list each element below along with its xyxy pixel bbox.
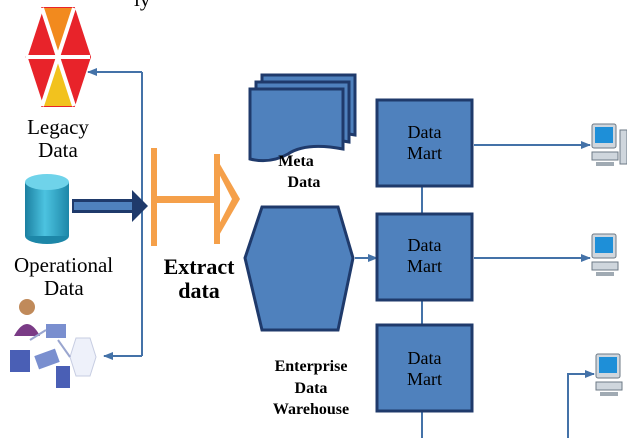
data-mart-label: Data Mart	[377, 235, 472, 276]
data-mart-label-line1: Data	[407, 348, 442, 368]
warehouse-label-line2: Data	[294, 379, 328, 397]
warehouse-shape	[243, 205, 355, 332]
meta-data-document-icon	[248, 73, 357, 163]
data-mart-label-line1: Data	[407, 122, 442, 142]
data-mart-box-3	[375, 323, 474, 413]
users-network-icon	[10, 299, 97, 388]
operational-data-label: Operational Data	[14, 254, 144, 298]
computer-icon	[591, 233, 619, 276]
computer-icon	[591, 123, 627, 166]
feedback-lines	[87, 68, 143, 360]
extract-arrow	[151, 148, 240, 246]
legacy-data-label: Legacy Data	[18, 116, 98, 161]
data-mart-box-2	[375, 212, 474, 302]
database-cylinder-icon	[25, 174, 69, 244]
warehouse-label: Enterprise Data Warehouse	[252, 356, 370, 421]
data-mart-label-line2: Mart	[407, 368, 442, 389]
meta-data-label: Meta Data	[260, 152, 332, 194]
extract-data-label: Extract data	[158, 255, 240, 303]
top-text-fragment: ly	[134, 0, 150, 11]
legacy-hexagon-icon	[24, 7, 92, 107]
data-mart-label-line2: Mart	[407, 142, 442, 163]
operational-data-label-line1: Operational	[14, 254, 114, 277]
data-mart-label-line2: Mart	[407, 255, 442, 276]
meta-data-label-line2: Data	[287, 173, 321, 191]
warehouse-label-line3: Warehouse	[272, 401, 350, 419]
data-mart-label: Data Mart	[377, 122, 472, 163]
data-mart-box-1	[375, 98, 474, 188]
operational-to-extract-arrow	[72, 190, 148, 222]
legacy-data-label-line1: Legacy	[27, 115, 89, 139]
legacy-data-label-line2: Data	[38, 137, 78, 162]
extract-data-label-line1: Extract	[163, 254, 235, 279]
data-mart-label: Data Mart	[377, 348, 472, 389]
warehouse-label-line1: Enterprise	[274, 358, 348, 375]
data-mart-label-line1: Data	[407, 235, 442, 255]
to-computer-3-arrow	[567, 370, 595, 438]
meta-data-label-line1: Meta	[278, 153, 314, 170]
computer-icon	[595, 353, 623, 396]
operational-data-label-line2: Data	[44, 275, 84, 298]
extract-data-label-line2: data	[178, 277, 220, 303]
